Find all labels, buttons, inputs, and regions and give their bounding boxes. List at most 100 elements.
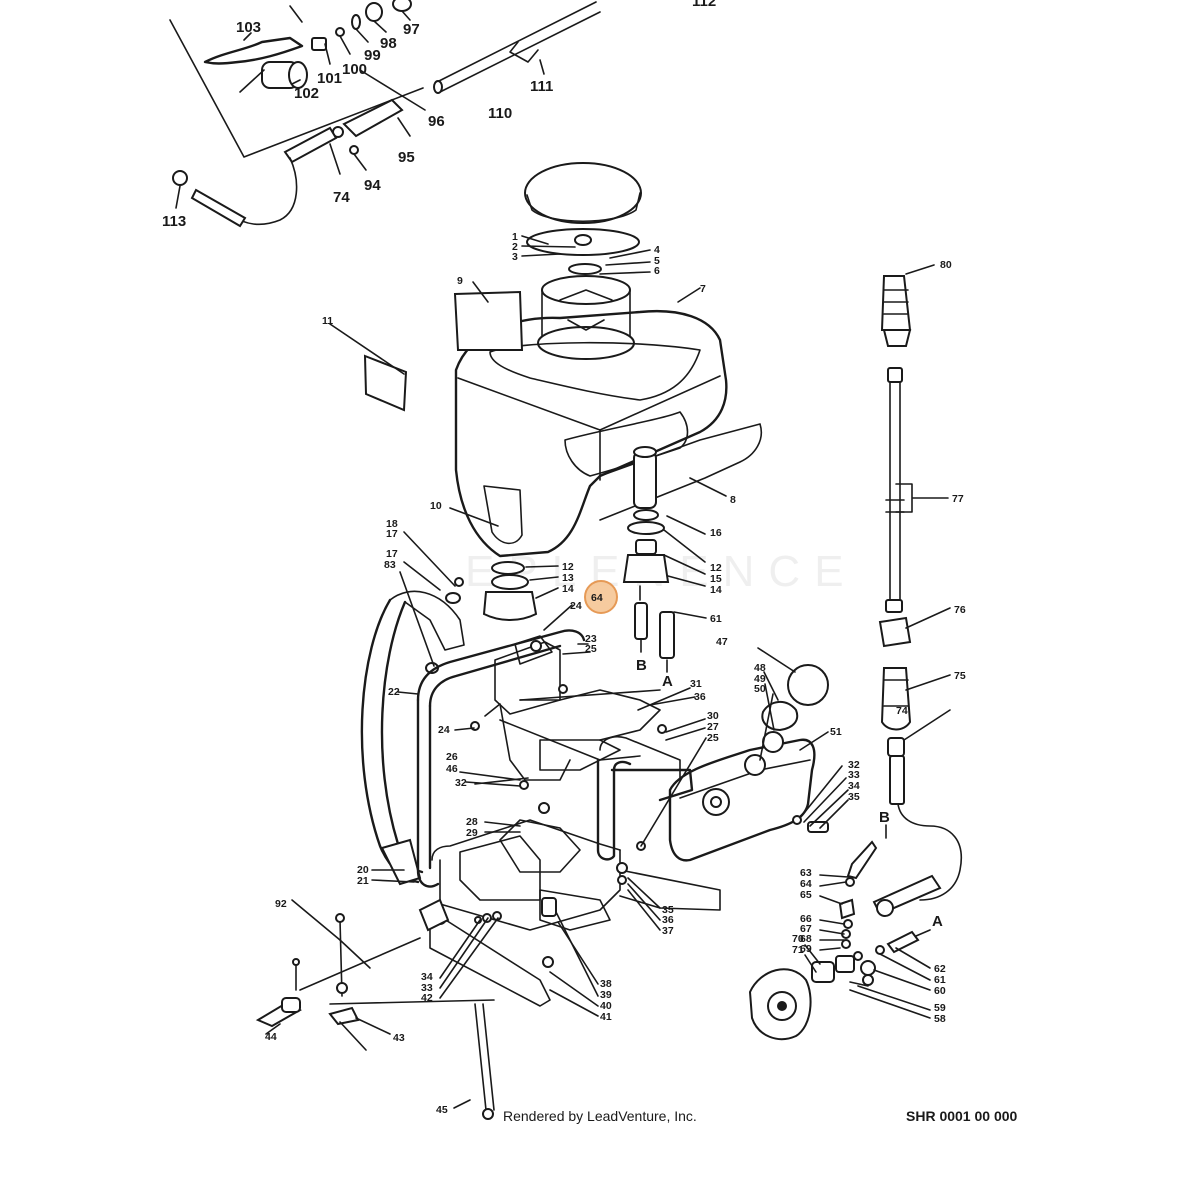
label-9[interactable]: 9 — [457, 275, 463, 287]
label-7[interactable]: 7 — [700, 283, 706, 295]
label-10[interactable]: 10 — [430, 500, 442, 512]
label-50[interactable]: 50 — [754, 683, 766, 695]
label-37[interactable]: 37 — [662, 925, 674, 937]
label-98[interactable]: 98 — [380, 35, 397, 52]
label-45[interactable]: 45 — [436, 1104, 448, 1116]
label-28[interactable]: 28 — [466, 816, 478, 828]
label-32-right[interactable]: 32 — [848, 759, 860, 771]
label-92[interactable]: 92 — [275, 898, 287, 910]
label-64-lower[interactable]: 64 — [800, 878, 812, 890]
label-30[interactable]: 30 — [707, 710, 719, 722]
label-B-top[interactable]: B — [636, 657, 647, 674]
label-23[interactable]: 23 — [585, 633, 597, 645]
label-14-right[interactable]: 14 — [710, 584, 722, 596]
label-38[interactable]: 38 — [600, 978, 612, 990]
label-68[interactable]: 68 — [800, 933, 812, 945]
label-36-lower[interactable]: 36 — [662, 914, 674, 926]
label-25-a[interactable]: 25 — [585, 643, 597, 655]
label-49[interactable]: 49 — [754, 673, 766, 685]
label-63[interactable]: 63 — [800, 867, 812, 879]
label-32-left[interactable]: 32 — [455, 777, 467, 789]
label-41[interactable]: 41 — [600, 1011, 612, 1023]
label-22[interactable]: 22 — [388, 686, 400, 698]
label-29[interactable]: 29 — [466, 827, 478, 839]
label-102[interactable]: 102 — [294, 85, 319, 102]
label-110[interactable]: 110 — [488, 105, 512, 122]
label-33-right[interactable]: 33 — [848, 769, 860, 781]
label-12-left[interactable]: 12 — [562, 561, 574, 573]
label-21[interactable]: 21 — [357, 875, 369, 887]
label-74-top[interactable]: 74 — [333, 189, 350, 206]
label-94[interactable]: 94 — [364, 177, 381, 194]
label-34-right[interactable]: 34 — [848, 780, 860, 792]
label-103[interactable]: 103 — [236, 19, 261, 36]
label-59[interactable]: 59 — [934, 1002, 946, 1014]
label-8[interactable]: 8 — [730, 494, 736, 506]
label-77[interactable]: 77 — [952, 493, 964, 505]
label-75[interactable]: 75 — [954, 670, 966, 682]
label-26[interactable]: 26 — [446, 751, 458, 763]
label-16[interactable]: 16 — [710, 527, 722, 539]
label-100[interactable]: 100 — [342, 61, 367, 78]
label-65[interactable]: 65 — [800, 889, 812, 901]
label-35-right[interactable]: 35 — [848, 791, 860, 803]
label-27[interactable]: 27 — [707, 721, 719, 733]
label-60[interactable]: 60 — [934, 985, 946, 997]
label-A-right[interactable]: A — [932, 913, 943, 930]
label-111[interactable]: 111 — [530, 78, 553, 95]
label-31[interactable]: 31 — [690, 678, 702, 690]
label-12-right[interactable]: 12 — [710, 562, 722, 574]
label-17-a[interactable]: 17 — [386, 528, 398, 540]
label-5[interactable]: 5 — [654, 255, 660, 267]
label-101[interactable]: 101 — [317, 70, 342, 87]
label-48[interactable]: 48 — [754, 662, 766, 674]
label-B-right[interactable]: B — [879, 809, 890, 826]
label-76[interactable]: 76 — [954, 604, 966, 616]
label-58[interactable]: 58 — [934, 1013, 946, 1025]
label-13-left[interactable]: 13 — [562, 572, 574, 584]
label-6[interactable]: 6 — [654, 265, 660, 277]
label-36-top[interactable]: 36 — [694, 691, 706, 703]
label-33-lower[interactable]: 33 — [421, 982, 433, 994]
label-83[interactable]: 83 — [384, 559, 396, 571]
label-80[interactable]: 80 — [940, 259, 952, 271]
label-40[interactable]: 40 — [600, 1000, 612, 1012]
label-44[interactable]: 44 — [265, 1031, 277, 1043]
label-20[interactable]: 20 — [357, 864, 369, 876]
label-64-highlight[interactable]: 64 — [591, 592, 603, 604]
label-96[interactable]: 96 — [428, 113, 445, 130]
label-4[interactable]: 4 — [654, 244, 660, 256]
label-25-b[interactable]: 25 — [707, 732, 719, 744]
label-43[interactable]: 43 — [393, 1032, 405, 1044]
label-A-top[interactable]: A — [662, 673, 673, 690]
label-61-right[interactable]: 61 — [934, 974, 946, 986]
label-66[interactable]: 66 — [800, 913, 812, 925]
label-113[interactable]: 113 — [162, 213, 186, 230]
label-11[interactable]: 11 — [322, 315, 333, 327]
label-61-top[interactable]: 61 — [710, 613, 722, 625]
label-39[interactable]: 39 — [600, 989, 612, 1001]
label-95[interactable]: 95 — [398, 149, 415, 166]
label-18[interactable]: 18 — [386, 518, 398, 530]
label-67[interactable]: 67 — [800, 923, 812, 935]
label-24-top[interactable]: 24 — [570, 600, 582, 612]
label-62[interactable]: 62 — [934, 963, 946, 975]
label-15[interactable]: 15 — [710, 573, 722, 585]
label-51[interactable]: 51 — [830, 726, 842, 738]
label-97[interactable]: 97 — [403, 21, 420, 38]
label-112[interactable]: 112 — [692, 0, 716, 10]
label-3[interactable]: 3 — [512, 251, 518, 263]
label-34-lower[interactable]: 34 — [421, 971, 433, 983]
label-35-lower[interactable]: 35 — [662, 904, 674, 916]
label-14-left[interactable]: 14 — [562, 583, 574, 595]
label-47[interactable]: 47 — [716, 636, 728, 648]
label-74-right[interactable]: 74 — [896, 705, 908, 717]
label-71[interactable]: 71 — [792, 944, 804, 956]
label-69[interactable]: 69 — [800, 943, 812, 955]
highlight-ring-64[interactable] — [584, 580, 618, 614]
label-70[interactable]: 70 — [792, 933, 804, 945]
label-46[interactable]: 46 — [446, 763, 458, 775]
label-42[interactable]: 42 — [421, 992, 433, 1004]
label-2[interactable]: 2 — [512, 241, 518, 253]
label-99[interactable]: 99 — [364, 47, 381, 64]
